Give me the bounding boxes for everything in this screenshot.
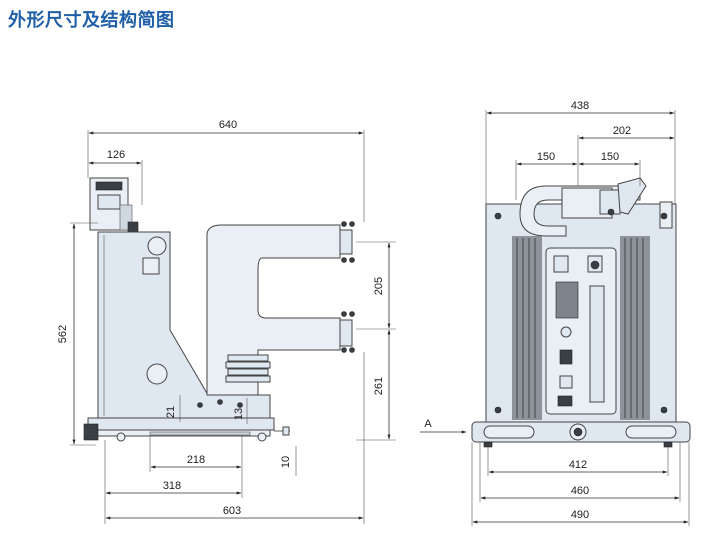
dim-438: 438 <box>571 100 589 112</box>
side-pole-column <box>206 224 341 396</box>
dim-10: 10 <box>280 456 292 468</box>
dim-150-left: 150 <box>537 151 555 163</box>
side-circle-lower <box>146 363 168 385</box>
dim-261: 261 <box>373 377 385 395</box>
dim-460: 460 <box>571 485 589 497</box>
side-circle-upper <box>147 236 167 256</box>
dim-318: 318 <box>163 480 181 492</box>
front-right-fins <box>620 236 650 420</box>
dim-21: 21 <box>165 406 177 418</box>
dim-150-right: 150 <box>601 151 619 163</box>
view-a-label: A <box>424 418 432 430</box>
dim-202: 202 <box>613 125 631 137</box>
dim-205: 205 <box>373 277 385 295</box>
dim-412: 412 <box>569 459 587 471</box>
side-chassis <box>83 417 290 442</box>
dim-126: 126 <box>107 149 125 161</box>
front-top-handle <box>519 177 673 237</box>
front-chassis <box>471 421 691 448</box>
side-hook-box <box>142 257 160 275</box>
front-control-panel <box>545 247 617 415</box>
dim-218: 218 <box>187 454 205 466</box>
front-view: A <box>420 100 691 526</box>
side-lower-terminal <box>339 311 355 353</box>
dim-562: 562 <box>57 325 69 343</box>
dim-640: 640 <box>219 119 237 131</box>
side-upper-terminal <box>339 221 355 263</box>
dim-490: 490 <box>571 509 589 521</box>
side-view: 640 126 562 205 261 21 13 218 10 <box>57 119 396 524</box>
side-top-handle <box>89 177 139 235</box>
dim-603: 603 <box>223 505 241 517</box>
page-title: 外形尺寸及结构简图 <box>8 10 175 31</box>
front-left-fins <box>512 236 542 420</box>
dim-13: 13 <box>233 408 245 420</box>
